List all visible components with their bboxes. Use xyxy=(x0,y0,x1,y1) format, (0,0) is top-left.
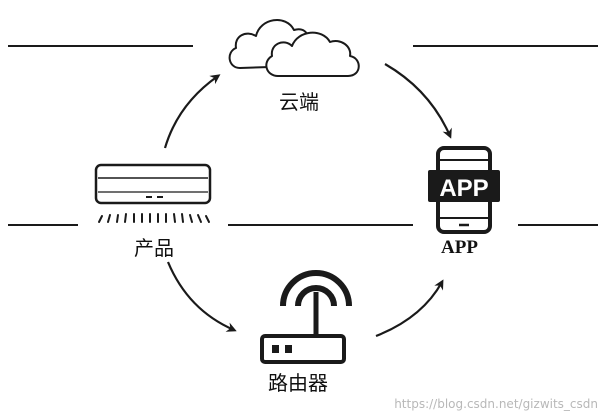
flow-arrows xyxy=(163,63,452,338)
arrow-product-to-router xyxy=(166,261,237,332)
cloud-icon xyxy=(228,19,360,77)
product-label: 产品 xyxy=(134,236,174,260)
router-label: 路由器 xyxy=(268,371,328,395)
smartphone-icon: APP xyxy=(428,146,500,234)
watermark-text: https://blog.csdn.net/gizwits_csdn xyxy=(394,397,598,411)
arrow-cloud-to-app xyxy=(384,63,452,139)
wifi-router-icon xyxy=(260,270,352,364)
app-screen-text: APP xyxy=(439,175,488,202)
cloud-label: 云端 xyxy=(279,90,319,114)
app-label: APP xyxy=(441,237,478,258)
arrow-product-to-cloud xyxy=(163,74,221,149)
divider-lines xyxy=(8,45,598,226)
air-conditioner-icon xyxy=(94,163,212,223)
arrow-router-to-app xyxy=(375,279,444,338)
